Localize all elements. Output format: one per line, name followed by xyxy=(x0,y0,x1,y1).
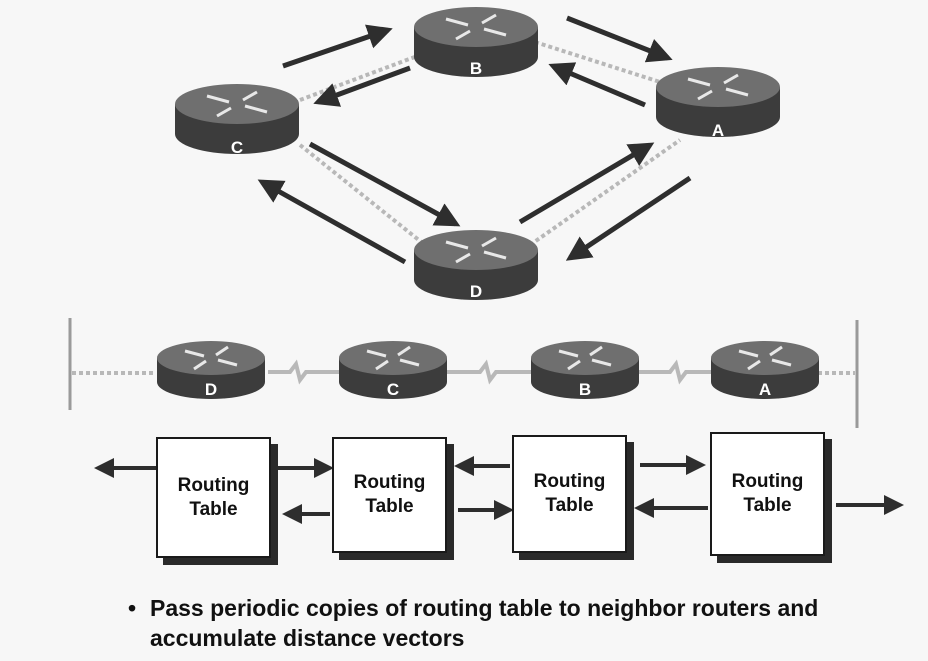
router-icon xyxy=(656,67,780,137)
routing-table-c: Routing Table xyxy=(332,437,447,553)
link-c-b xyxy=(299,53,421,102)
router-icon xyxy=(414,7,538,77)
routing-table-label: Routing xyxy=(177,474,250,496)
router-c: C xyxy=(175,84,299,157)
router-icon xyxy=(175,84,299,154)
chain-router-b: B xyxy=(531,341,639,399)
arrow-icon xyxy=(566,15,673,63)
table-arrows xyxy=(94,455,904,524)
link-b-a xyxy=(534,40,661,84)
arrow-icon xyxy=(257,179,407,265)
routing-table-label: Routing xyxy=(731,471,804,492)
chain-router-label: C xyxy=(387,380,399,399)
routing-table-label: Table xyxy=(545,495,594,516)
router-icon xyxy=(414,230,538,300)
arrow-icon xyxy=(565,175,692,261)
link-c-d xyxy=(298,143,427,247)
arrow-icon xyxy=(282,24,393,69)
chain-router-c: C xyxy=(339,341,447,399)
router-icon xyxy=(157,341,265,399)
router-icon xyxy=(339,341,447,399)
arrow-icon xyxy=(518,142,655,225)
chain-router-label: A xyxy=(759,380,771,399)
router-label-d: D xyxy=(470,282,482,301)
routing-table-a: Routing Table xyxy=(710,432,825,556)
arrow-icon xyxy=(548,62,646,108)
caption: • Pass periodic copies of routing table … xyxy=(128,593,908,653)
bullet-icon: • xyxy=(128,595,137,621)
link-b-a xyxy=(638,359,712,385)
mesh-arrows xyxy=(257,15,692,265)
routing-table-label: Routing xyxy=(353,472,426,493)
link-d-c xyxy=(268,359,340,385)
chain-router-a: A xyxy=(711,341,819,399)
link-c-b xyxy=(446,359,532,385)
router-icon xyxy=(711,341,819,399)
router-label-b: B xyxy=(470,59,482,78)
arrow-icon xyxy=(313,65,411,107)
chain-router-label: B xyxy=(579,380,591,399)
router-a: A xyxy=(656,67,780,140)
routing-table-label: Table xyxy=(743,495,792,516)
chain-router-label: D xyxy=(205,380,217,399)
router-label-a: A xyxy=(712,121,724,140)
router-label-c: C xyxy=(231,138,243,157)
chain-router-d: D xyxy=(157,341,265,399)
caption-text: Pass periodic copies of routing table to… xyxy=(150,595,819,651)
router-d: D xyxy=(414,230,538,301)
routing-table-d: Routing Table xyxy=(156,437,271,558)
routing-table-label: Table xyxy=(365,496,414,517)
routing-table-b: Routing Table xyxy=(512,435,627,553)
routing-table-label: Table xyxy=(189,498,238,520)
arrow-icon xyxy=(308,141,461,227)
link-d-a xyxy=(528,138,682,247)
router-b: B xyxy=(414,7,538,78)
chain-network: D C xyxy=(68,318,859,428)
router-icon xyxy=(531,341,639,399)
routing-table-label: Routing xyxy=(533,471,606,492)
